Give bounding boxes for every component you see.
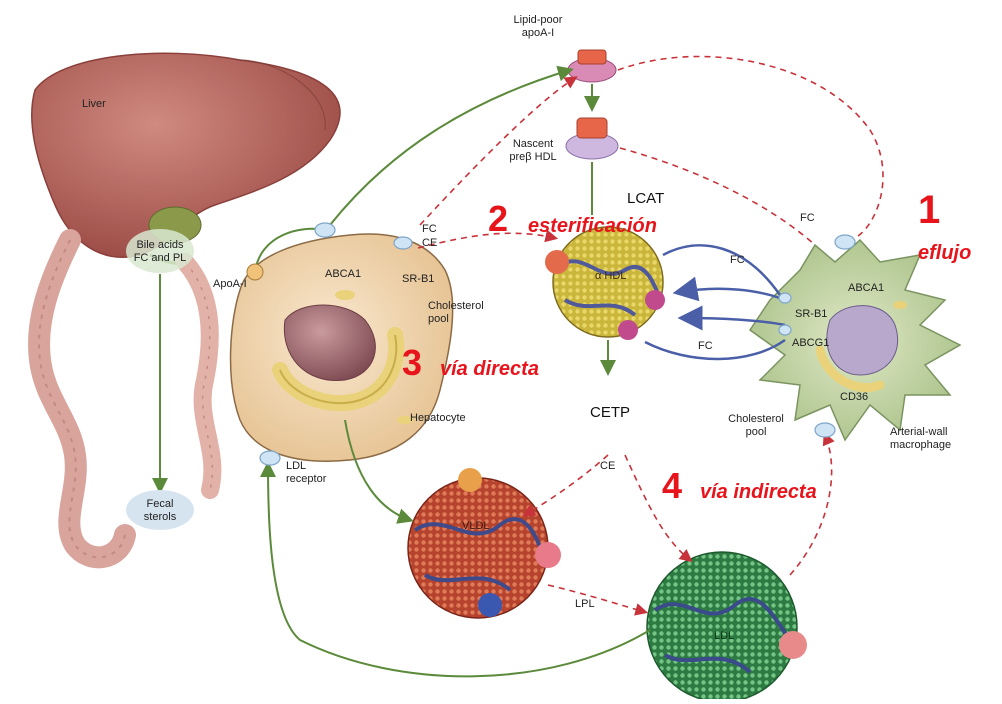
abca1-hepatocyte-label: ABCA1 xyxy=(325,268,361,281)
apoa1-particle xyxy=(247,264,263,280)
abca1-macrophage-label: ABCA1 xyxy=(848,282,884,295)
cetp-label: CETP xyxy=(590,404,630,421)
step-1-text: eflujo xyxy=(918,242,971,265)
hepatocyte-label: Hepatocyte xyxy=(410,412,466,425)
step-2-number: 2 xyxy=(488,198,508,240)
srb1-hepatocyte-label: SR-B1 xyxy=(402,273,434,286)
alpha-hdl-particle xyxy=(545,227,665,340)
fc-hepatocyte-label: FC xyxy=(422,223,437,236)
ce-hepatocyte-label: CE xyxy=(422,237,437,250)
alpha-hdl-label: α HDL xyxy=(595,270,626,283)
step-1-number: 1 xyxy=(918,188,940,233)
vldl-label: VLDL xyxy=(462,520,490,533)
step-4-text: vía indirecta xyxy=(700,481,817,504)
ce-center-label: CE xyxy=(600,460,615,473)
fc-transfer-arrows xyxy=(645,245,785,359)
ldl-label: LDL xyxy=(714,630,734,643)
step-2-text: esterificación xyxy=(528,215,657,238)
fc-arrow-lower-label: FC xyxy=(698,340,713,353)
nascent-preb-hdl-particle xyxy=(566,118,618,159)
fc-arrow-upper-label: FC xyxy=(730,254,745,267)
lcat-label: LCAT xyxy=(627,190,664,207)
srb1-macrophage-label: SR-B1 xyxy=(795,308,827,321)
cd36-label: CD36 xyxy=(840,391,868,404)
vldl-particle xyxy=(408,468,561,618)
ldl-particle xyxy=(647,552,807,699)
step-4-number: 4 xyxy=(662,465,682,507)
lpl-label: LPL xyxy=(575,598,595,611)
liver-label: Liver xyxy=(82,98,106,111)
step-3-number: 3 xyxy=(402,342,422,384)
apoa1-label: ApoA-I xyxy=(213,278,247,291)
macrophage-cell xyxy=(750,240,960,440)
step-3-text: vía directa xyxy=(440,358,539,381)
abcg1-label: ABCG1 xyxy=(792,337,829,350)
lipid-poor-apoa1-particle xyxy=(568,50,616,82)
fc-top-label: FC xyxy=(800,212,815,225)
